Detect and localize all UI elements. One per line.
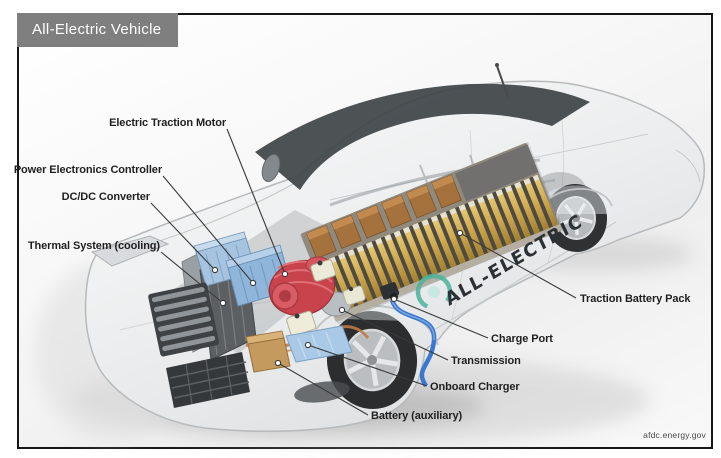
callout-traction-battery-pack: Traction Battery Pack <box>580 293 691 305</box>
attribution-text: afdc.energy.gov <box>643 430 706 440</box>
title-badge: All-Electric Vehicle <box>17 13 178 47</box>
callout-battery-auxiliary: Battery (auxiliary) <box>371 410 463 422</box>
callout-electric-traction-motor: Electric Traction Motor <box>109 117 226 129</box>
callout-onboard-charger: Onboard Charger <box>430 381 520 393</box>
callout-thermal-system: Thermal System (cooling) <box>27 240 160 252</box>
callout-transmission: Transmission <box>451 355 521 367</box>
callout-charge-port: Charge Port <box>491 333 553 345</box>
callout-power-electronics-controller: Power Electronics Controller <box>13 164 162 176</box>
diagram-border-frame <box>17 13 713 449</box>
callout-dcdc-converter: DC/DC Converter <box>61 191 150 203</box>
